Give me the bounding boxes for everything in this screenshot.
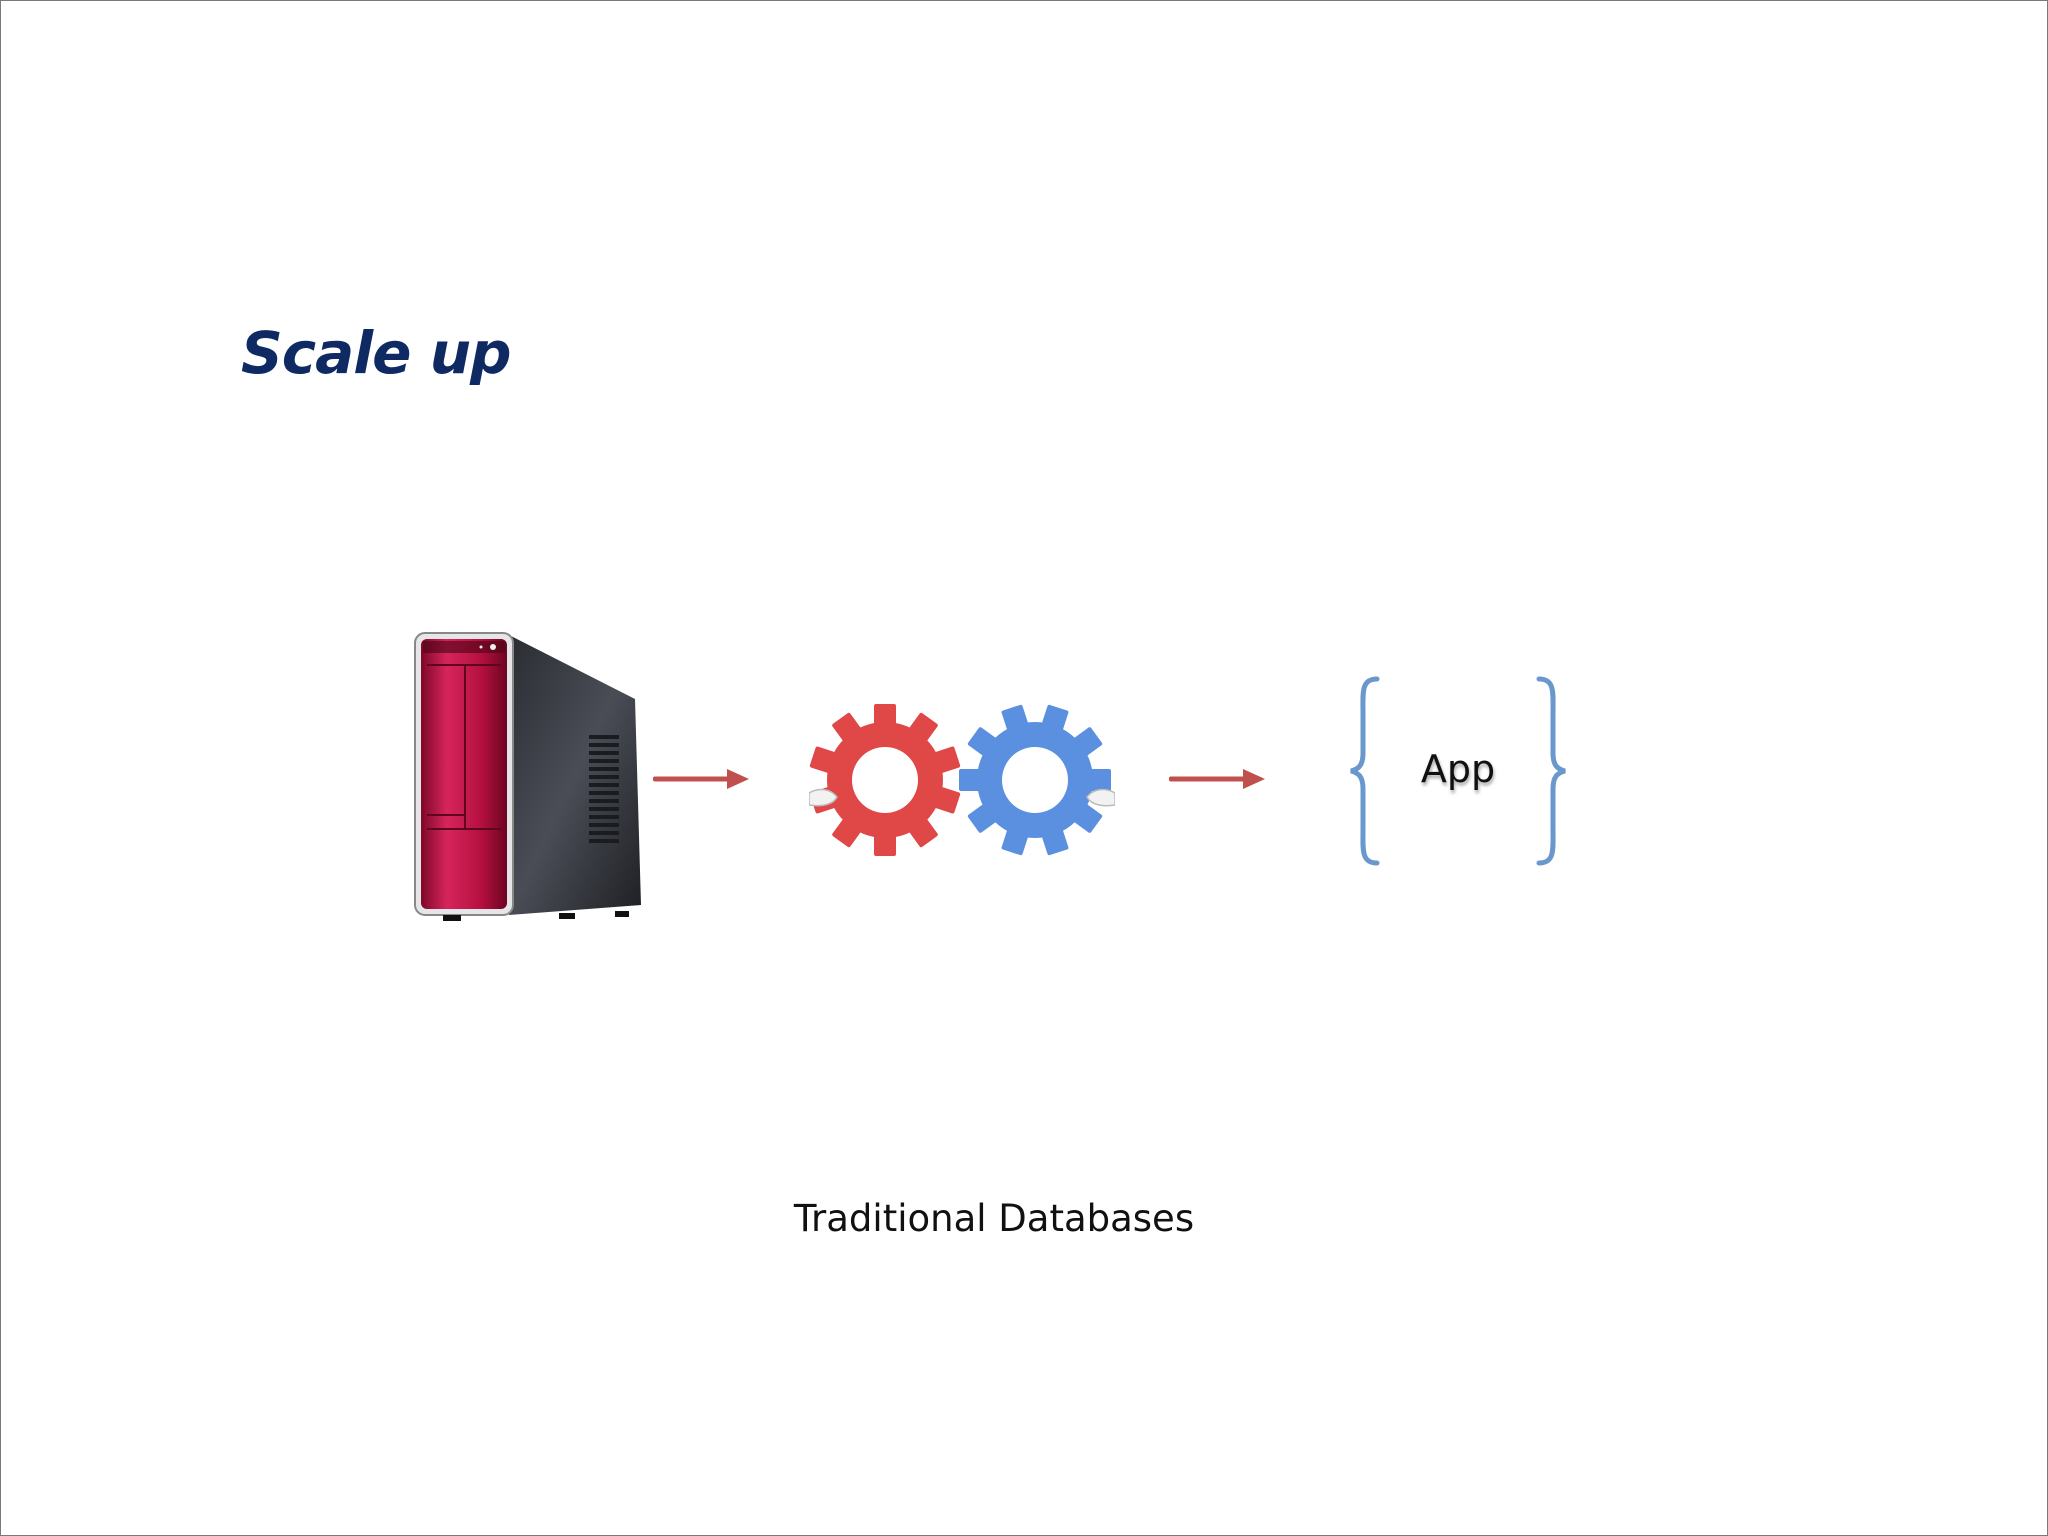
slide-title: Scale up	[241, 319, 511, 387]
app-node: App	[1347, 673, 1569, 869]
arrow-right-icon	[1169, 767, 1269, 791]
diagram-caption: Traditional Databases	[1, 1197, 2047, 1240]
app-label: App	[1347, 747, 1569, 791]
arrow-right-icon	[653, 767, 753, 791]
caption-text: Traditional Databases	[794, 1197, 1194, 1240]
server-tower-icon	[409, 629, 649, 921]
gears-icon	[809, 701, 1115, 859]
